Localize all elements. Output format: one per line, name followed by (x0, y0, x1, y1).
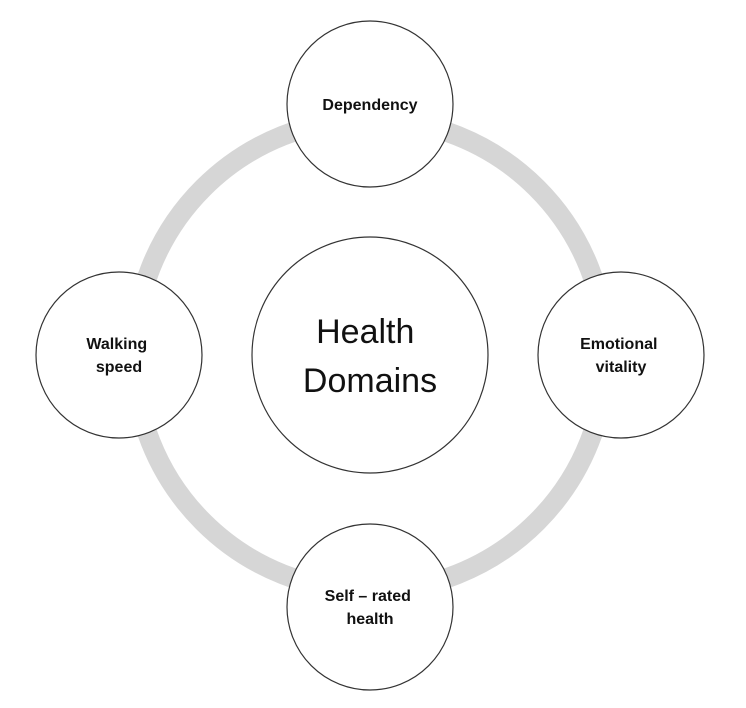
center-label: Health Domains (303, 313, 437, 400)
center-circle (251, 236, 489, 474)
center-node: Health Domains (251, 236, 489, 474)
center-label-line1: Health (316, 313, 414, 351)
node-dependency-label-line1: Dependency (322, 97, 417, 114)
node-emotional-vitality-label-line2: vitality (596, 359, 647, 376)
node-self-rated-health-label: Self – rated health (325, 588, 416, 628)
node-emotional-vitality: Emotional vitality (537, 271, 705, 439)
node-walking-speed-label-line2: speed (96, 359, 142, 376)
node-walking-speed-circle (35, 271, 203, 439)
node-emotional-vitality-circle (537, 271, 705, 439)
node-walking-speed-label: Walking speed (86, 336, 151, 376)
node-self-rated-health-circle (286, 523, 454, 691)
node-emotional-vitality-label: Emotional vitality (580, 336, 662, 376)
node-dependency-label: Dependency (322, 97, 417, 114)
node-emotional-vitality-label-line1: Emotional (580, 336, 657, 353)
node-self-rated-health-label-line2: health (346, 611, 393, 628)
node-dependency: Dependency (286, 20, 454, 188)
node-dependency-circle (286, 20, 454, 188)
node-self-rated-health-label-line1: Self – rated (325, 588, 411, 605)
node-walking-speed-label-line1: Walking (86, 336, 147, 353)
center-label-line2: Domains (303, 362, 437, 400)
node-walking-speed: Walking speed (35, 271, 203, 439)
node-self-rated-health: Self – rated health (286, 523, 454, 691)
